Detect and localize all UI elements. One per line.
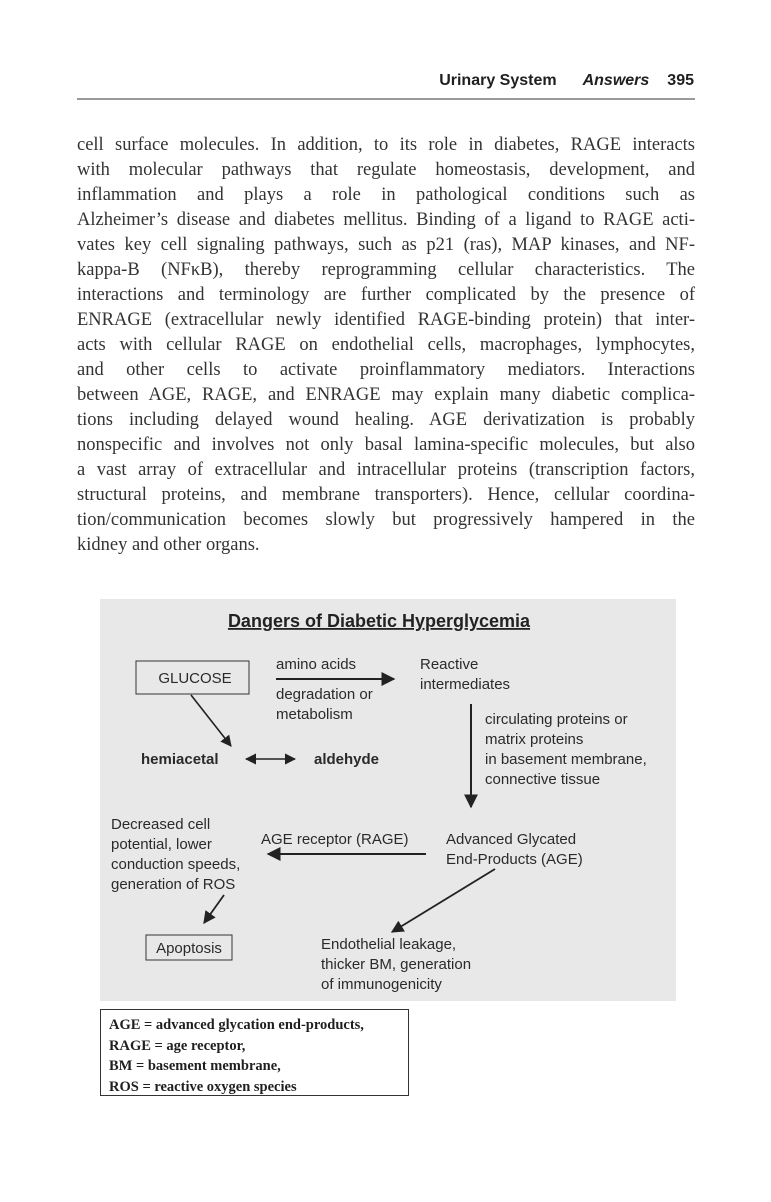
header-rule: [77, 98, 695, 100]
body-line: tions including delayed wound healing. A…: [77, 410, 695, 430]
body-line: interactions and terminology are further…: [77, 285, 695, 305]
glucose-label: GLUCOSE: [158, 670, 231, 687]
decreased-label-2: potential, lower: [111, 836, 212, 853]
body-line: cell surface molecules. In addition, to …: [77, 135, 695, 155]
body-line: with molecular pathways that regulate ho…: [77, 160, 695, 180]
arrow-glucose-to-hemiacetal: [190, 694, 232, 747]
body-line: vates key cell signaling pathways, such …: [77, 235, 695, 255]
diagram-figure: Dangers of Diabetic Hyperglycemia GLUCOS…: [100, 599, 676, 1001]
circulating-label-3: in basement membrane,: [485, 751, 647, 768]
legend-item: AGE = advanced glycation end-products,: [109, 1017, 364, 1033]
body-line: inflammation and plays a role in patholo…: [77, 185, 695, 205]
body-line: and other cells to activate proinflammat…: [77, 360, 695, 380]
body-paragraph: cell surface molecules. In addition, to …: [77, 133, 695, 558]
body-line: ENRAGE (extracellular newly identified R…: [77, 310, 695, 330]
arrow-age-to-endothelial: [390, 868, 496, 933]
degradation-label-1: degradation or: [276, 686, 373, 703]
decreased-label-3: conduction speeds,: [111, 856, 240, 873]
section-title: Urinary System: [439, 72, 557, 89]
endothelial-label-2: thicker BM, generation: [321, 956, 471, 973]
reactive-label-1: Reactive: [420, 656, 478, 673]
aldehyde-label: aldehyde: [314, 751, 379, 768]
abbreviation-legend: AGE = advanced glycation end-products, R…: [100, 1009, 409, 1096]
apoptosis-box: [145, 934, 233, 961]
reactive-label-2: intermediates: [420, 676, 510, 693]
running-header: Urinary System Answers 395: [439, 72, 694, 90]
rage-label: AGE receptor (RAGE): [261, 831, 409, 848]
body-line: acts with cellular RAGE on endothelial c…: [77, 335, 695, 355]
degradation-label-2: metabolism: [276, 706, 353, 723]
glucose-box: [135, 660, 250, 695]
decreased-label-1: Decreased cell: [111, 816, 210, 833]
legend-item: BM = basement membrane,: [109, 1058, 281, 1074]
circulating-label-2: matrix proteins: [485, 731, 583, 748]
body-line: kidney and other organs.: [77, 535, 260, 555]
age-label-2: End-Products (AGE): [446, 851, 583, 868]
body-line: nonspecific and involves not only basal …: [77, 435, 695, 455]
body-line: a vast array of extracellular and intrac…: [77, 460, 695, 480]
amino-acids-label: amino acids: [276, 656, 356, 673]
diagram-title: Dangers of Diabetic Hyperglycemia: [228, 611, 531, 631]
hemiacetal-label: hemiacetal: [141, 751, 219, 768]
body-line: between AGE, RAGE, and ENRAGE may explai…: [77, 385, 695, 405]
legend-item: ROS = reactive oxygen species: [109, 1078, 297, 1095]
body-line: structural proteins, and membrane transp…: [77, 485, 695, 505]
body-line: tion/communication becomes slowly but pr…: [77, 510, 695, 530]
body-line: Alzheimer’s disease and diabetes mellitu…: [77, 210, 695, 230]
page-number: 395: [667, 72, 694, 89]
diagram-svg: Dangers of Diabetic Hyperglycemia GLUCOS…: [111, 611, 647, 993]
body-line: kappa-B (NFκB), thereby reprogramming ce…: [77, 260, 695, 280]
circulating-label-4: connective tissue: [485, 771, 600, 788]
arrow-to-apoptosis: [203, 894, 225, 925]
circulating-label-1: circulating proteins or: [485, 711, 628, 728]
apoptosis-label: Apoptosis: [156, 940, 222, 957]
answers-label: Answers: [582, 72, 650, 89]
legend-item: RAGE = age receptor,: [109, 1037, 246, 1054]
age-label-1: Advanced Glycated: [446, 831, 576, 848]
endothelial-label-1: Endothelial leakage,: [321, 936, 456, 953]
endothelial-label-3: of immunogenicity: [321, 976, 442, 993]
decreased-label-4: generation of ROS: [111, 876, 235, 893]
